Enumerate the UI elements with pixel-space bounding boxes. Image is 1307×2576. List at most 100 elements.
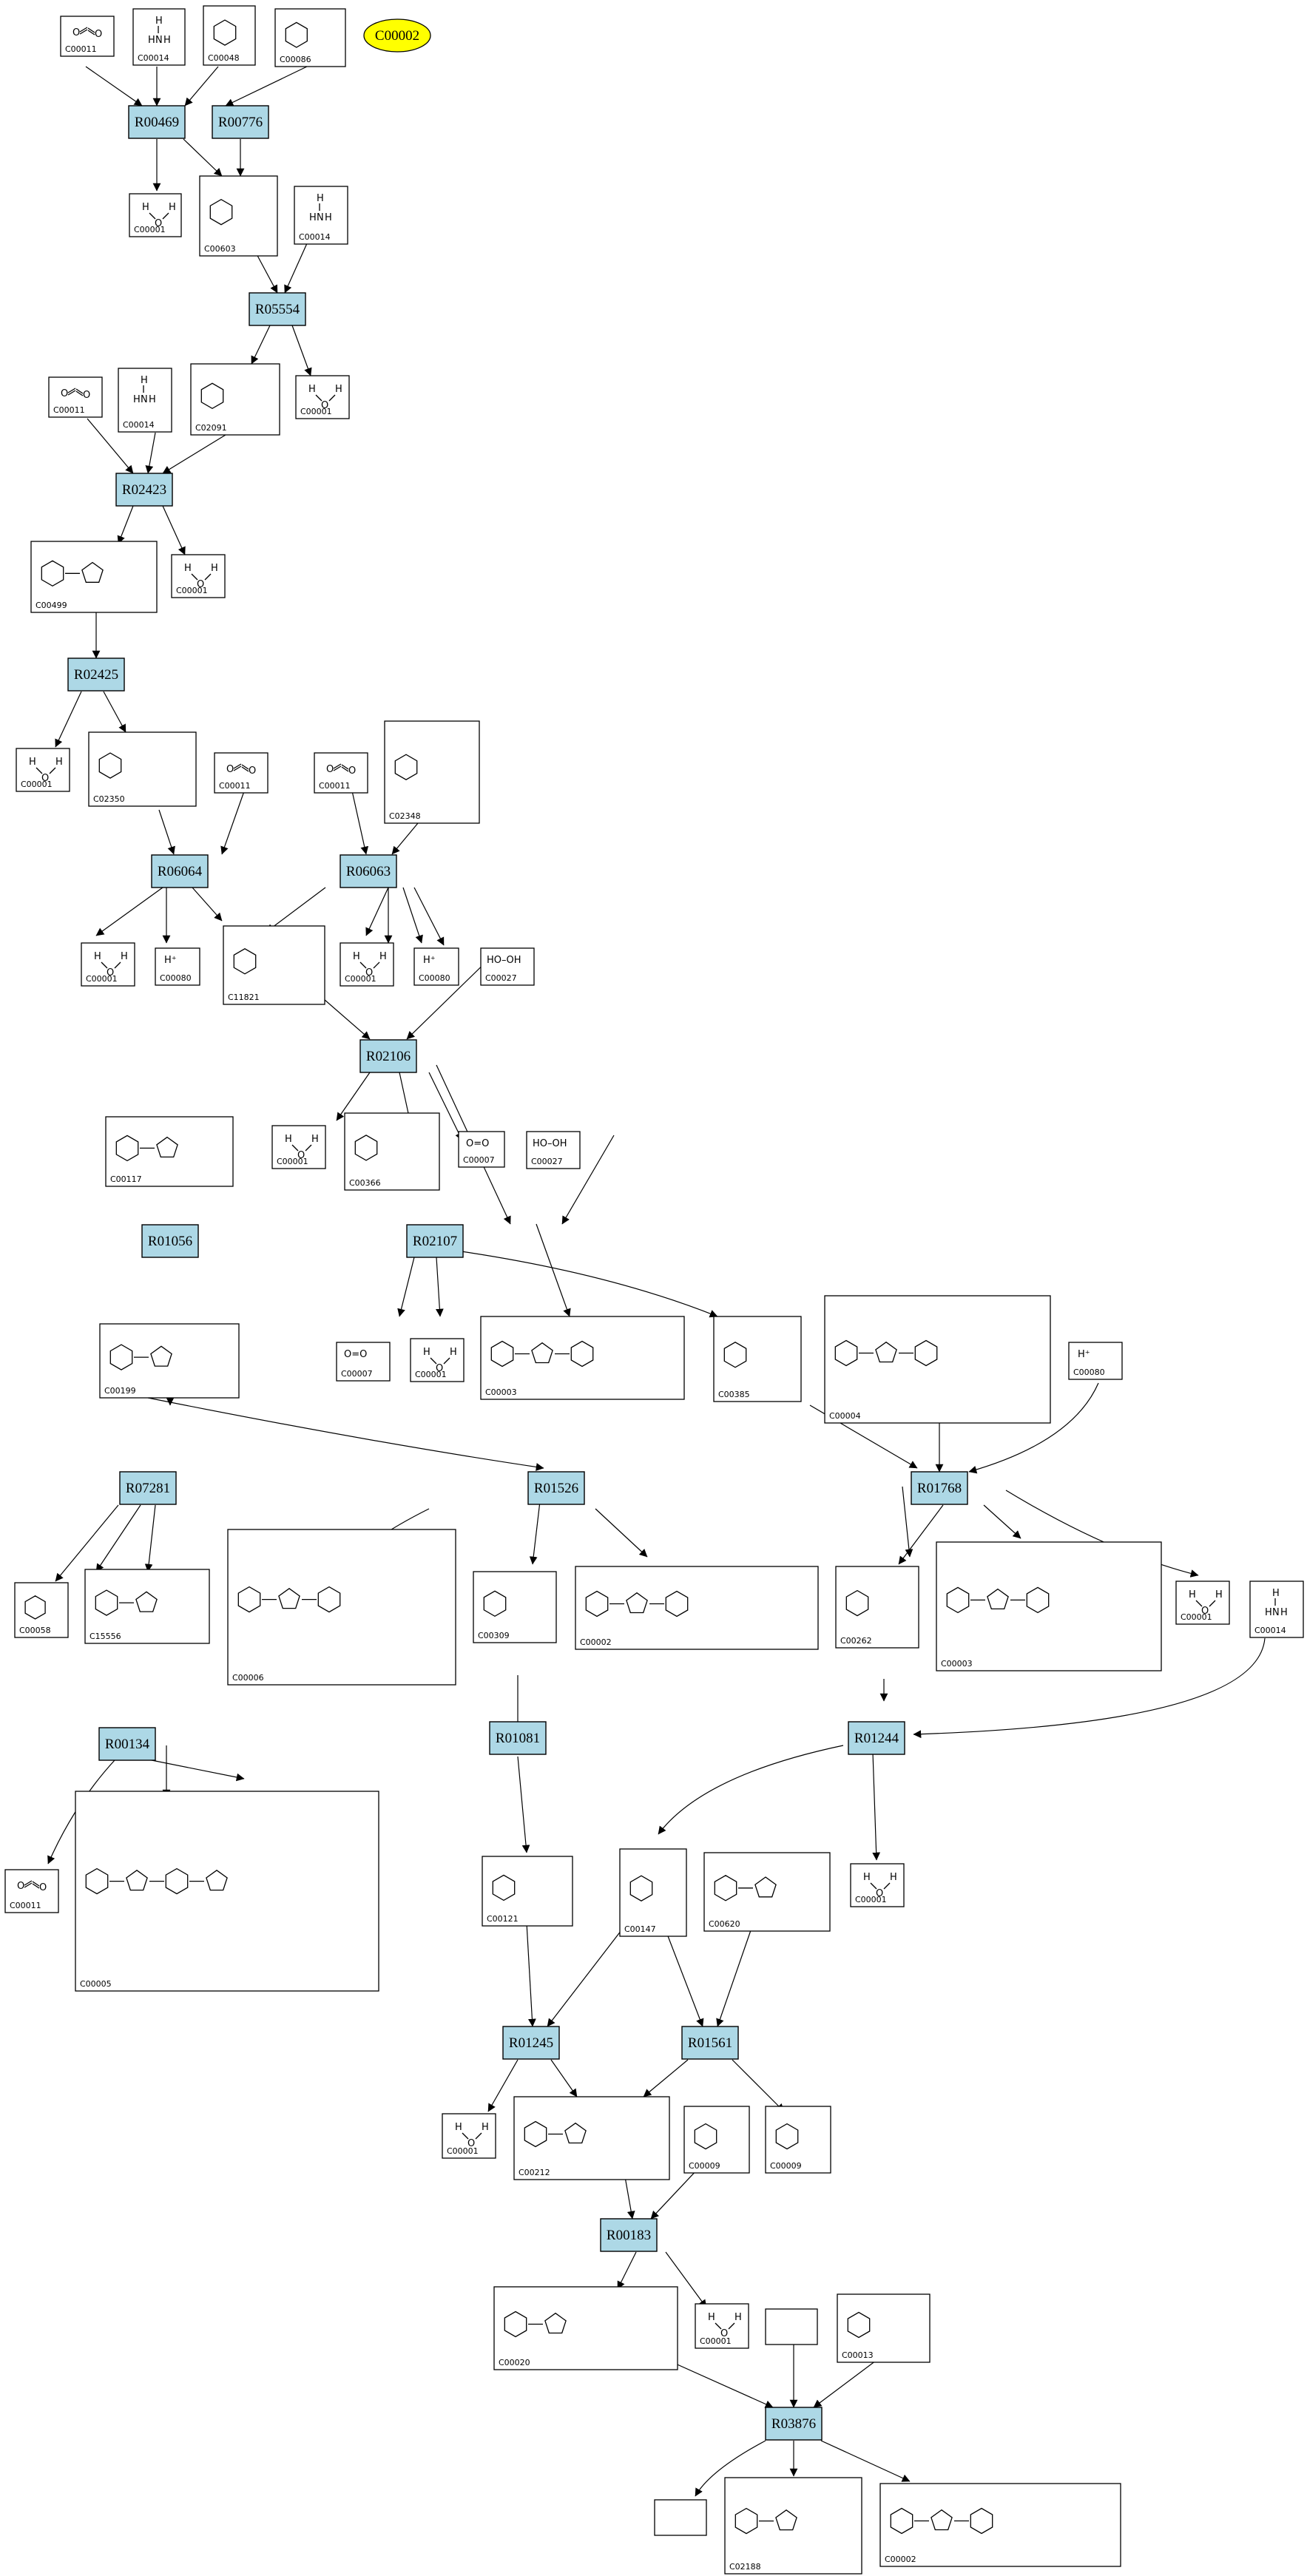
compound-node[interactable]: C00001 <box>850 1863 905 1907</box>
reaction-label: R06064 <box>158 864 203 879</box>
reaction-node[interactable]: R01081 <box>489 1721 547 1755</box>
structure-drawing <box>213 19 237 46</box>
compound-node[interactable]: C00001 <box>442 2113 496 2159</box>
compound-node[interactable]: C00001 <box>695 2303 749 2349</box>
compound-node[interactable]: C00499 <box>30 541 158 613</box>
compound-id: C00004 <box>829 1411 861 1421</box>
compound-node[interactable]: C00001 <box>81 942 135 987</box>
compound-node[interactable]: C00006 <box>227 1529 456 1686</box>
compound-node[interactable]: C00603 <box>199 175 278 257</box>
compound-node[interactable]: C00011 <box>314 752 368 794</box>
compound-node[interactable]: C00009 <box>683 2106 750 2174</box>
reaction-node[interactable]: R07281 <box>119 1471 177 1505</box>
reaction-node[interactable]: R03876 <box>765 2407 823 2441</box>
reaction-node[interactable]: R06063 <box>340 854 397 888</box>
compound-node[interactable]: C02188 <box>724 2477 862 2575</box>
compound-node[interactable]: C00003 <box>936 1541 1162 1671</box>
compound-node[interactable]: C00001 <box>16 748 70 792</box>
compound-node[interactable]: C00199 <box>99 1323 240 1399</box>
compound-node[interactable]: C00366 <box>344 1112 440 1191</box>
compound-id: C00002 <box>885 2555 916 2564</box>
compound-node[interactable]: C00086 <box>274 8 346 67</box>
compound-node[interactable]: C00009 <box>765 2106 831 2174</box>
compound-node[interactable]: C00121 <box>482 1856 573 1927</box>
reaction-node[interactable]: R02423 <box>115 473 173 507</box>
compound-node[interactable]: C00147 <box>619 1848 687 1937</box>
reaction-node[interactable]: R06064 <box>151 854 209 888</box>
compound-node[interactable]: C00117 <box>105 1116 234 1187</box>
compound-node[interactable]: C00309 <box>473 1571 557 1643</box>
compound-node[interactable]: C00001 <box>129 193 182 237</box>
reaction-node[interactable]: R02106 <box>359 1039 417 1073</box>
reaction-node[interactable]: R01244 <box>848 1721 905 1755</box>
compound-node[interactable]: C00011 <box>60 16 115 57</box>
reaction-node[interactable]: R01056 <box>141 1224 199 1258</box>
compound-node[interactable]: C00014 <box>132 8 186 66</box>
compound-node[interactable]: C00003 <box>480 1316 685 1400</box>
compound-node[interactable]: C02348 <box>384 720 480 824</box>
reaction-label: R01561 <box>688 2035 732 2051</box>
edge <box>450 1249 718 1318</box>
structure-drawing <box>845 1589 869 1617</box>
edge <box>365 887 389 936</box>
compound-node[interactable]: C00014 <box>294 186 348 245</box>
reaction-node[interactable]: R02107 <box>406 1224 464 1258</box>
compound-node[interactable]: C00001 <box>1175 1581 1230 1625</box>
compound-node[interactable]: C15556 <box>84 1569 210 1644</box>
compound-node[interactable]: H⁺C00080 <box>1068 1342 1123 1380</box>
reaction-node[interactable]: R01561 <box>681 2026 739 2060</box>
compound-node[interactable]: C00014 <box>1249 1581 1304 1638</box>
compound-node[interactable]: C02091 <box>190 363 280 436</box>
edge <box>536 1223 571 1317</box>
edge <box>550 2059 578 2097</box>
compound-node[interactable]: C00002 <box>879 2483 1121 2567</box>
compound-node[interactable]: C00011 <box>4 1869 59 1913</box>
compound-node[interactable]: C00014 <box>118 368 172 433</box>
compound-node[interactable]: C00262 <box>835 1566 919 1649</box>
compound-id: C00001 <box>345 974 376 984</box>
edge <box>406 953 495 1040</box>
reaction-node[interactable]: R01245 <box>502 2026 560 2060</box>
compound-node[interactable]: C00011 <box>48 376 103 418</box>
reaction-node[interactable]: R01526 <box>527 1471 585 1505</box>
compound-node[interactable]: C00001 <box>340 942 394 987</box>
compound-node[interactable]: C00048 <box>203 5 256 66</box>
compound-node[interactable]: H⁺C00080 <box>413 947 459 986</box>
compound-node[interactable]: C00385 <box>713 1316 802 1402</box>
reaction-label: R01244 <box>854 1731 899 1746</box>
compound-node[interactable]: C00004 <box>824 1295 1051 1424</box>
compound-node[interactable] <box>654 2499 707 2536</box>
compound-id: C00001 <box>176 586 208 595</box>
compound-node[interactable]: C00001 <box>295 375 350 419</box>
compound-node[interactable]: C00011 <box>214 752 269 794</box>
compound-node[interactable]: C00002 <box>575 1566 819 1650</box>
reaction-node[interactable]: R05554 <box>249 292 306 326</box>
structure-drawing <box>723 1342 747 1368</box>
compound-node[interactable]: C00058 <box>14 1582 69 1638</box>
compound-node[interactable]: C11821 <box>223 925 325 1005</box>
compound-id: C00620 <box>709 1919 740 1929</box>
compound-node[interactable]: C00020 <box>493 2286 678 2370</box>
reaction-node[interactable]: R00183 <box>600 2218 658 2252</box>
edge <box>617 2251 637 2290</box>
compound-node[interactable]: C00013 <box>837 2293 931 2363</box>
compound-node[interactable]: C00001 <box>410 1338 465 1382</box>
compound-node[interactable]: C00212 <box>513 2096 670 2180</box>
compound-node[interactable]: H⁺C00080 <box>155 947 200 986</box>
reaction-node[interactable]: R00134 <box>98 1727 156 1761</box>
reaction-node[interactable]: R02425 <box>67 657 125 692</box>
reaction-node[interactable]: R00776 <box>212 105 269 139</box>
compound-node[interactable] <box>765 2308 818 2345</box>
reaction-node[interactable]: R00469 <box>128 105 186 139</box>
compound-node[interactable]: C00001 <box>171 554 226 598</box>
edge <box>85 66 143 107</box>
compound-node[interactable]: C00001 <box>271 1125 326 1169</box>
compound-node[interactable]: C02350 <box>88 731 197 807</box>
compound-node[interactable]: C00620 <box>703 1852 831 1932</box>
reaction-node[interactable]: R01768 <box>911 1471 968 1505</box>
compound-node[interactable]: C00005 <box>75 1791 379 1992</box>
